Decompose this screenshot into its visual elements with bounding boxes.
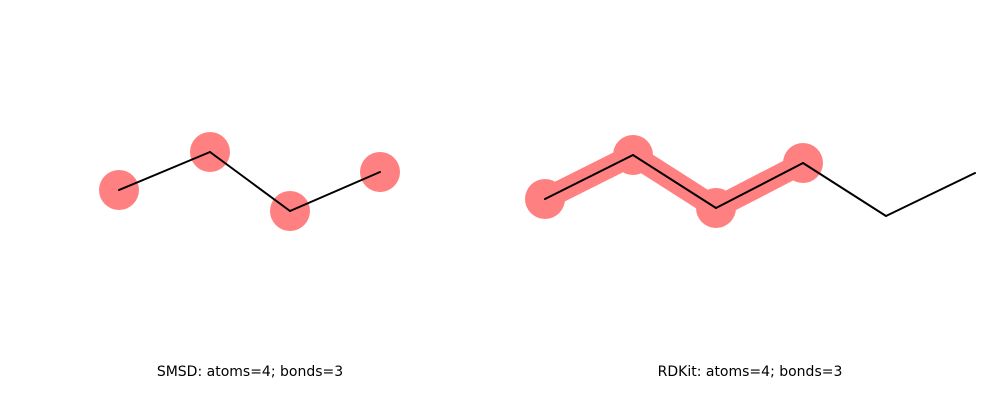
- smsd-bond: [289, 171, 381, 212]
- smsd-bonds: [118, 151, 381, 212]
- smsd-bond: [118, 151, 211, 191]
- rdkit-bond: [632, 154, 717, 209]
- rdkit-panel: RDKit: atoms=4; bonds=3: [500, 0, 1000, 400]
- smsd-caption: SMSD: atoms=4; bonds=3: [156, 364, 344, 380]
- rdkit-caption: RDKit: atoms=4; bonds=3: [657, 364, 843, 380]
- rdkit-bonds: [544, 154, 976, 217]
- rdkit-bond: [802, 162, 887, 217]
- rdkit-bond: [544, 154, 634, 200]
- rdkit-bond: [715, 162, 804, 209]
- smsd-panel: SMSD: atoms=4; bonds=3: [99, 132, 400, 380]
- rdkit-bond: [885, 172, 976, 217]
- smsd-bond: [209, 151, 291, 212]
- smsd-molecule-drawing: [99, 132, 400, 231]
- rdkit-molecule-drawing: [525, 135, 976, 228]
